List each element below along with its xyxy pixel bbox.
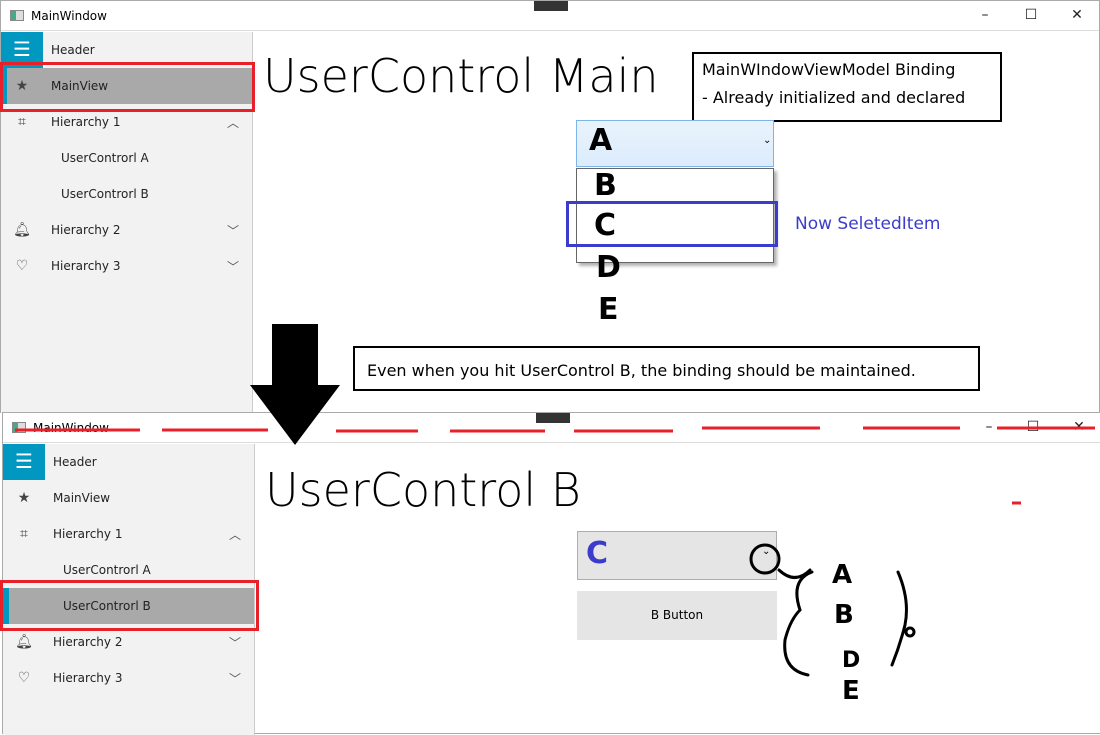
b-button[interactable]: B Button — [577, 591, 777, 640]
crop-icon: ⌗ — [18, 114, 26, 130]
sidebar-item-mainview[interactable]: ★MainView — [3, 480, 254, 516]
sidebar-item-hierarchy-2[interactable]: 🔔︎Hierarchy 2﹀ — [13, 222, 240, 238]
combobox[interactable]: C ⌄ — [577, 531, 777, 580]
sidebar: ☰Header ★MainView ⌗Hierarchy 1︿ UserCont… — [1, 32, 253, 413]
sidebar-item-hierarchy-3[interactable]: ♡Hierarchy 3﹀ — [1, 248, 252, 284]
window-title: MainWindow — [31, 9, 107, 23]
bell-icon: 🔔︎ — [13, 222, 31, 238]
star-icon: ★ — [17, 490, 31, 506]
heart-icon: ♡ — [15, 258, 29, 274]
combobox-dropdown — [576, 168, 774, 263]
highlight-usercontrol-b — [0, 580, 259, 631]
hand-option-e: E — [842, 676, 860, 706]
page-title: UserControl Main — [263, 49, 659, 103]
bell-icon: 🔔︎ — [15, 634, 33, 650]
app-icon — [12, 422, 26, 433]
sidebar-item-hierarchy-1[interactable]: ⌗Hierarchy 1︿ — [1, 104, 252, 140]
chevron-down-icon: ﹀ — [227, 223, 240, 238]
sidebar-item-hierarchy-1[interactable]: ⌗Hierarchy 1︿ — [3, 516, 254, 552]
sidebar-item-usercontrol-a[interactable]: UserControrl A — [63, 563, 151, 577]
chevron-down-icon: ﹀ — [227, 259, 240, 274]
highlight-mainview — [0, 62, 255, 112]
title-bar: MainWindow – ☐ ✕ — [1, 1, 1099, 31]
binding-note: MainWIndowViewModel Binding - Already in… — [692, 52, 1002, 122]
chevron-down-icon: ⌄ — [763, 135, 772, 146]
hand-option-b: B — [834, 600, 854, 630]
minimize-button[interactable]: – — [985, 419, 993, 435]
bottom-window: MainWindow – ☐ ✕ ☰Header ★MainView ⌗Hier… — [2, 412, 1100, 735]
hand-option-a: A — [832, 560, 853, 590]
combobox-value: A — [589, 123, 613, 158]
sidebar-item-mainview[interactable]: ★MainView — [1, 68, 252, 104]
heart-icon: ♡ — [17, 670, 31, 686]
combobox-value: C — [586, 536, 609, 571]
option-e[interactable]: E — [598, 292, 619, 327]
crop-icon: ⌗ — [20, 526, 28, 542]
chevron-down-icon: ﹀ — [229, 671, 242, 686]
sidebar-item-hierarchy-3[interactable]: ♡Hierarchy 3﹀ — [3, 660, 254, 696]
chevron-up-icon: ︿ — [227, 115, 240, 130]
option-d[interactable]: D — [596, 250, 621, 285]
handwritten-brace — [749, 543, 916, 677]
sidebar-header[interactable]: ☰Header — [3, 444, 254, 480]
red-dash-line — [15, 426, 1095, 505]
hamburger-icon[interactable]: ☰ — [3, 444, 45, 480]
binding-requirement-note: Even when you hit UserControl B, the bin… — [353, 346, 980, 391]
hand-option-d: D — [842, 648, 861, 673]
drag-grip[interactable] — [534, 1, 568, 11]
down-arrow-icon — [250, 324, 340, 445]
chevron-down-icon: ﹀ — [229, 635, 242, 650]
option-b[interactable]: B — [594, 168, 617, 203]
note-line: - Already initialized and declared — [702, 88, 966, 107]
combobox[interactable]: A ⌄ — [576, 120, 774, 167]
sidebar-item-hierarchy-2[interactable]: 🔔︎Hierarchy 2﹀ — [15, 634, 242, 650]
chevron-down-icon: ⌄ — [762, 546, 771, 557]
sidebar-item-usercontrol-b[interactable]: UserControrl B — [3, 588, 254, 624]
maximize-button[interactable]: ☐ — [1024, 7, 1038, 23]
chevron-up-icon: ︿ — [229, 527, 242, 542]
star-icon: ★ — [15, 78, 29, 94]
minimize-button[interactable]: – — [981, 7, 989, 23]
app-icon — [10, 10, 24, 21]
highlight-selected — [566, 201, 778, 247]
sidebar-item-usercontrol-b[interactable]: UserControrl B — [61, 187, 149, 201]
sidebar-item-usercontrol-a[interactable]: UserControrl A — [61, 151, 149, 165]
sidebar: ☰Header ★MainView ⌗Hierarchy 1︿ UserCont… — [3, 444, 255, 735]
selected-annotation: Now SeletedItem — [795, 214, 941, 234]
option-c[interactable]: C — [594, 208, 617, 243]
page-title: UserControl B — [265, 463, 581, 517]
drag-grip[interactable] — [536, 413, 570, 423]
note-line: MainWIndowViewModel Binding — [702, 60, 956, 79]
close-button[interactable]: ✕ — [1071, 7, 1083, 23]
